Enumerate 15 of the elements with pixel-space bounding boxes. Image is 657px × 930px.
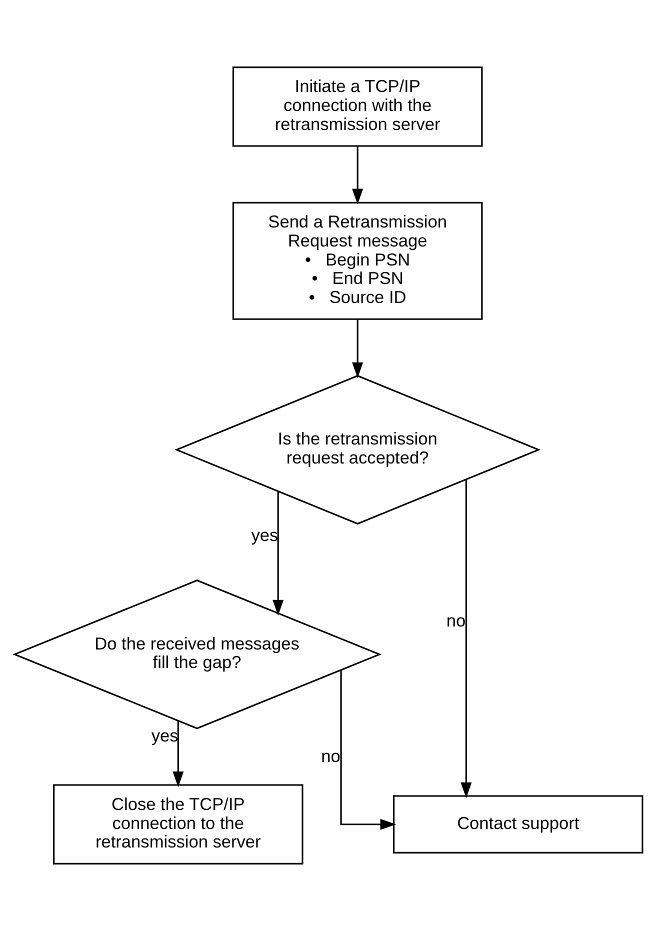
arrow xyxy=(352,319,364,378)
node-diamond: Is the retransmission request accepted? xyxy=(174,374,541,524)
arrow xyxy=(272,491,284,616)
arrow xyxy=(340,670,396,830)
arrow xyxy=(172,720,184,787)
node-box: Send a Retransmission Request message • Begin PSN • End PSN • Source ID xyxy=(232,201,483,320)
edge-label: yes xyxy=(251,524,278,545)
node-diamond: Do the received messages fill the gap? xyxy=(12,579,382,729)
edge-label: no xyxy=(446,610,466,630)
arrow xyxy=(352,146,364,204)
node-box: Close the TCP/IP connection to the retransmission server xyxy=(53,784,304,864)
node-box: Contact support xyxy=(393,794,644,853)
node-box: Initiate a TCP/IP connection with the retransmission server xyxy=(232,66,483,146)
arrow xyxy=(460,479,472,798)
edge-label: no xyxy=(321,746,340,766)
